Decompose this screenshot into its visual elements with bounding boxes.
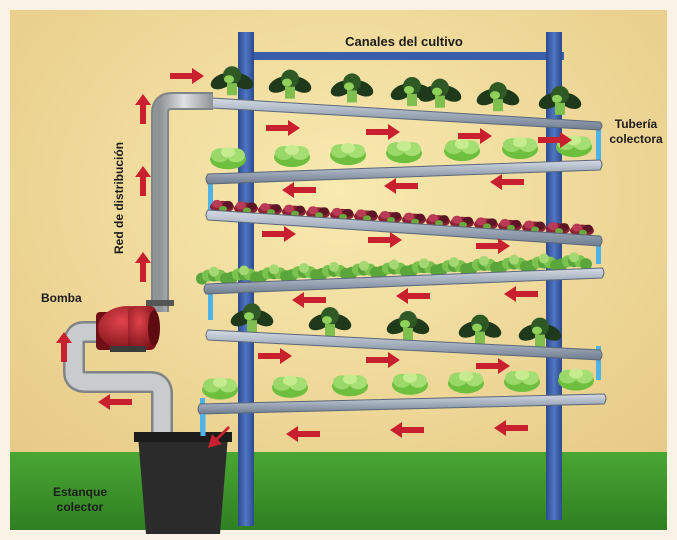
plant <box>444 139 480 161</box>
grass-ground <box>10 452 667 530</box>
label-tuberia-line1: Tubería <box>615 117 658 131</box>
plant <box>202 378 238 400</box>
plant <box>504 370 540 392</box>
plant <box>332 374 368 396</box>
label-red-de-distribucion: Red de distribución <box>112 142 126 254</box>
label-canales-del-cultivo: Canales del cultivo <box>345 34 463 49</box>
plant <box>386 141 422 163</box>
label-estanque-line1: Estanque <box>53 485 107 499</box>
label-tuberia-line2: colectora <box>609 132 663 146</box>
label-estanque-line2: colector <box>57 500 104 514</box>
plant <box>502 137 538 159</box>
plant <box>448 371 484 393</box>
plant <box>272 376 308 398</box>
plant <box>558 369 594 391</box>
plant <box>274 145 310 167</box>
plant <box>392 373 428 395</box>
label-bomba: Bomba <box>41 291 82 305</box>
plant <box>210 147 246 169</box>
collector-tank <box>134 432 232 534</box>
plant <box>330 143 366 165</box>
frame-top-bar <box>240 52 564 60</box>
